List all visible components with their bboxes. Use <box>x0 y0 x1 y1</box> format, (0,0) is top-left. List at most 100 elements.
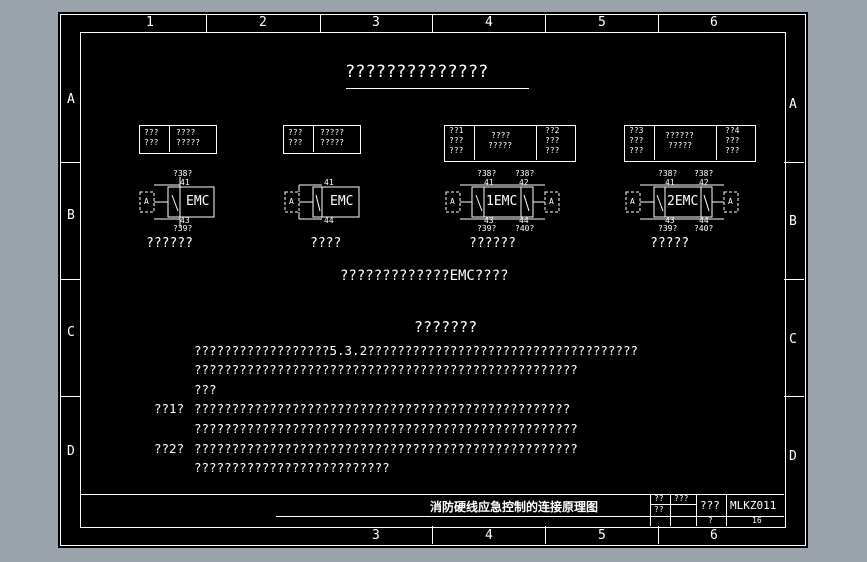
terminal-label: A <box>450 197 455 206</box>
wire-number: ?39? <box>658 224 678 233</box>
row-label: C <box>789 332 797 347</box>
col-sep <box>432 526 433 544</box>
emc-box <box>167 186 215 218</box>
legend-divider <box>474 125 475 160</box>
row-label: D <box>789 449 797 464</box>
legend-text: ??? <box>725 146 740 155</box>
contact-number: 42 <box>519 178 529 187</box>
emc-label: EMC <box>186 194 210 209</box>
row-sep <box>784 162 804 163</box>
col-label: 6 <box>710 15 718 30</box>
legend-text: ??? <box>545 146 560 155</box>
col-sep <box>432 14 433 32</box>
block-caption: ?????? <box>146 236 193 251</box>
legend-text: ????? <box>668 141 693 150</box>
wire-number: ?38? <box>694 169 714 178</box>
contact-number: 43 <box>665 216 675 225</box>
title-field: ? <box>708 516 713 525</box>
contact-number: 43 <box>484 216 494 225</box>
legend-text: ??? <box>144 128 159 137</box>
row-sep <box>784 396 804 397</box>
contact-number: 42 <box>699 178 709 187</box>
row-sep <box>784 279 804 280</box>
wire-number: ?38? <box>173 169 193 178</box>
wire-number: ?38? <box>477 169 497 178</box>
legend-divider <box>313 125 314 152</box>
notes-line: ????????????????????????????????????????… <box>194 421 578 436</box>
legend-table <box>624 125 756 162</box>
legend-text: ????? <box>320 138 345 147</box>
terminal-box <box>139 191 155 213</box>
terminal-label: A <box>630 197 635 206</box>
wire-number: ?38? <box>658 169 678 178</box>
emc-box <box>471 186 534 218</box>
wire-number: ?38? <box>515 169 535 178</box>
drawing-title: ?????????????? <box>345 62 489 82</box>
drawing-sheet: 1 2 3 4 5 6 A B C D A B C D 3 4 5 6 ????… <box>58 12 808 548</box>
col-sep <box>658 14 659 32</box>
block-caption: ????? <box>650 236 690 251</box>
terminal-box <box>284 191 300 213</box>
col-sep <box>545 14 546 32</box>
emc-label: 2EMC <box>667 194 699 209</box>
wire-number: ?39? <box>173 224 193 233</box>
col-sep <box>320 14 321 32</box>
notes-line: ????????????????????????????????????????… <box>194 362 578 377</box>
legend-text: ????? <box>176 138 201 147</box>
terminal-label: A <box>728 197 733 206</box>
col-label: 6 <box>710 528 718 543</box>
col-label: 4 <box>485 15 493 30</box>
col-label: 5 <box>598 528 606 543</box>
outer-border <box>60 14 806 546</box>
title-block-sep <box>650 504 696 505</box>
legend-divider <box>716 125 717 160</box>
legend-text: ??? <box>449 136 464 145</box>
row-label: B <box>789 214 797 229</box>
title-field: ??? <box>700 499 720 512</box>
notes-line: ?????????????????????????? <box>194 460 390 475</box>
terminal-label: A <box>144 197 149 206</box>
legend-text: ??4 <box>725 126 740 135</box>
col-label: 1 <box>146 15 154 30</box>
legend-text: ????? <box>488 141 513 150</box>
row-label: C <box>67 325 75 340</box>
wire-number: ?39? <box>477 224 497 233</box>
title-field: ?? <box>654 505 664 514</box>
wire-number: ?40? <box>694 224 714 233</box>
emc-label: EMC <box>330 194 354 209</box>
notes-line: ????????????????????????????????????????… <box>194 441 578 456</box>
contact-number: 44 <box>519 216 529 225</box>
wire-number: ?40? <box>515 224 535 233</box>
legend-text: ????? <box>320 128 345 137</box>
row-label: B <box>67 208 75 223</box>
emc-circuit-diagrams <box>139 177 739 227</box>
legend-table <box>444 125 576 162</box>
row-label: A <box>67 92 75 107</box>
block-caption: ?????? <box>469 236 516 251</box>
title-block-sep <box>670 494 671 526</box>
title-block-underline <box>276 516 784 517</box>
block-caption: ???? <box>310 236 342 251</box>
title-underline <box>346 88 529 89</box>
legend-text: ?????? <box>665 131 694 140</box>
legend-table <box>283 125 361 154</box>
inner-border <box>80 32 786 528</box>
notes-item-label: ??1? <box>154 401 185 416</box>
title-block-sep <box>726 494 727 526</box>
col-sep <box>545 526 546 544</box>
col-label: 5 <box>598 15 606 30</box>
terminal-box <box>445 191 461 213</box>
legend-divider <box>654 125 655 160</box>
notes-line: ????????????????????????????????????????… <box>194 401 571 416</box>
col-label: 3 <box>372 528 380 543</box>
legend-divider <box>169 125 170 152</box>
title-block-sep <box>650 494 651 526</box>
terminal-label: A <box>549 197 554 206</box>
drawing-name: 消防硬线应急控制的连接原理图 <box>430 500 599 514</box>
row-sep <box>60 396 80 397</box>
legend-text: ???? <box>491 131 511 140</box>
diagram-subtitle: ?????????????EMC???? <box>340 268 509 284</box>
legend-text: ??3 <box>629 126 644 135</box>
contact-number: 43 <box>180 216 190 225</box>
